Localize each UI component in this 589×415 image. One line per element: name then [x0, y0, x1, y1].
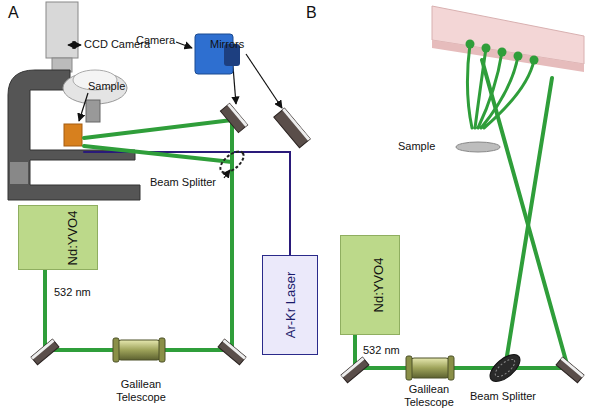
part-label: Camera	[136, 34, 175, 47]
beam-splitter	[217, 148, 247, 177]
part-label: Sample	[398, 140, 435, 153]
leader-lines-a	[79, 45, 282, 178]
laser-source-box: Nd:YVO4	[340, 235, 400, 335]
beam-splitter	[485, 350, 524, 387]
galilean-telescope	[406, 356, 454, 380]
part-label: Galilean Telescope	[394, 383, 464, 409]
part-label: 532 nm	[54, 286, 91, 299]
part-label: Sample	[88, 80, 125, 93]
sample-slide	[456, 142, 500, 152]
part-label: B	[306, 4, 317, 22]
node-label: Nd:YVO4	[371, 258, 386, 313]
part-label: Mirrors	[210, 38, 244, 51]
laser-box: Ar-Kr Laser	[262, 255, 318, 355]
microscope	[8, 2, 140, 200]
part-label: Beam Splitter	[150, 176, 216, 189]
node-label: Nd:YVO4	[65, 210, 80, 265]
laser-source-box: Nd:YVO4	[18, 205, 98, 270]
leader-line	[68, 44, 80, 45]
part-label: Beam Splitter	[470, 390, 536, 403]
part-label: Galilean Telescope	[104, 378, 178, 404]
sample-specimen	[64, 124, 82, 146]
ccd-camera	[46, 2, 78, 58]
part-label: 532 nm	[363, 344, 400, 357]
part-label: A	[8, 4, 19, 22]
mirror	[274, 108, 310, 148]
fiber-array	[432, 6, 584, 72]
mirror	[220, 103, 247, 132]
node-label: Ar-Kr Laser	[283, 272, 298, 338]
galilean-telescope	[113, 338, 165, 362]
leader-lines-b	[176, 42, 192, 48]
